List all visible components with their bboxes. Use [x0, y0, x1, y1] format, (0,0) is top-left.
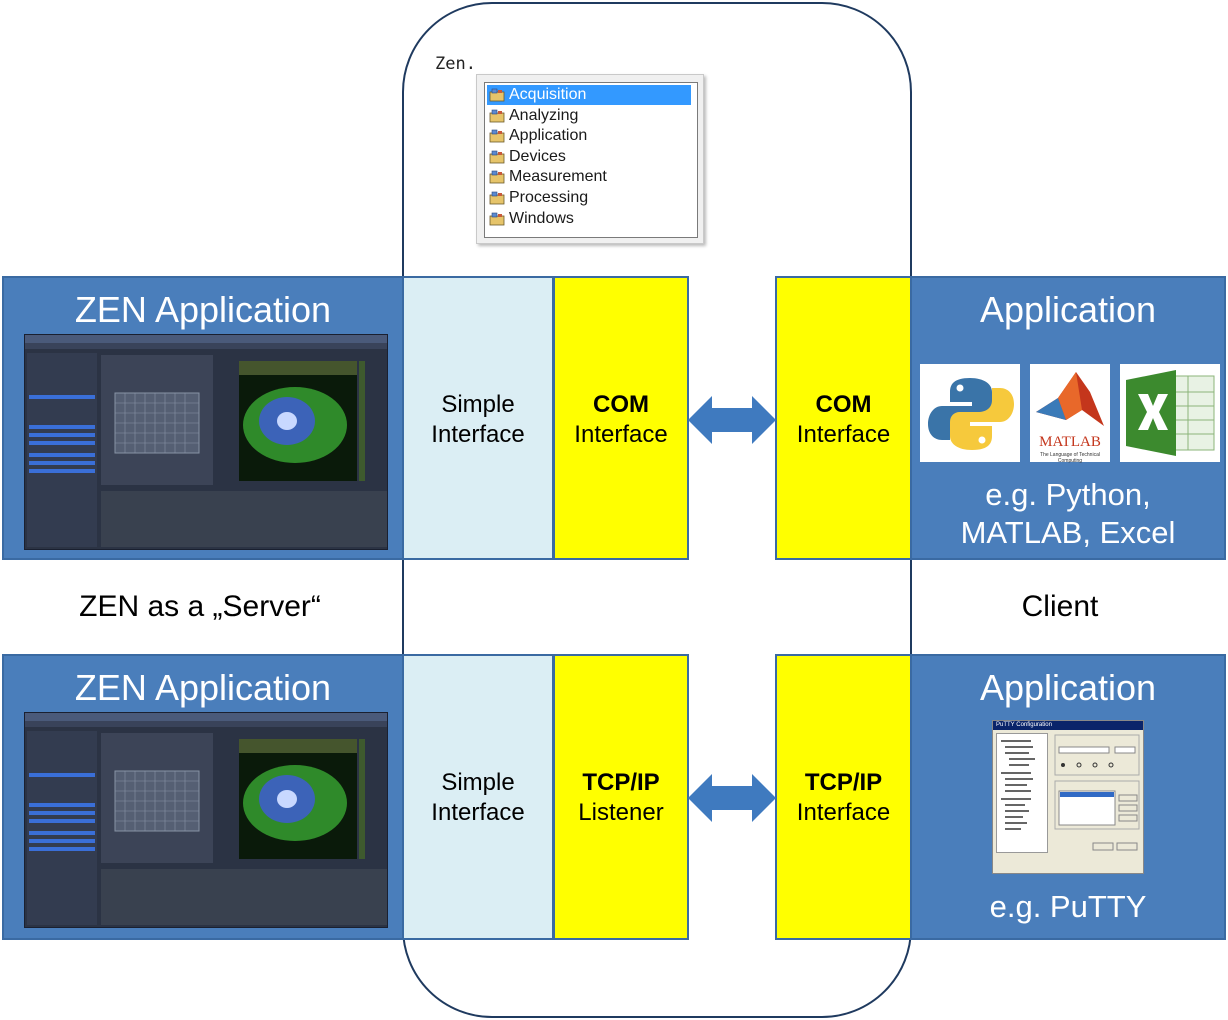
python-logo-icon — [928, 378, 1014, 450]
panel-title: Application — [979, 667, 1157, 708]
zen-screenshot-bottom — [24, 712, 388, 928]
namespace-icon — [489, 150, 505, 164]
interface-label: Interface — [574, 421, 668, 448]
zen-application-panel-bottom: ZEN Application — [2, 654, 404, 940]
zen-namespace-item[interactable]: Analyzing — [487, 106, 691, 126]
excel-logo-icon — [1126, 370, 1215, 456]
simple-interface-line2: Interface — [431, 421, 525, 448]
namespace-icon — [489, 212, 505, 225]
putty-session-controls — [1054, 734, 1140, 851]
simple-interface-line1: Simple — [441, 769, 515, 796]
client-caption-line2: MATLAB, Excel — [960, 515, 1176, 550]
zen-namespace-label: Acquisition — [509, 86, 587, 103]
python-logo — [920, 364, 1020, 462]
matlab-logo-text: MATLAB — [1039, 434, 1101, 450]
zen-namespace-item[interactable]: Devices — [487, 147, 691, 167]
tcp-interface-box: TCP/IP Interface — [775, 654, 912, 940]
zen-namespace-label: Application — [509, 127, 588, 145]
matlab-logo: MATLAB The Language of Technical Computi… — [1030, 364, 1110, 464]
com-interface-client-box: COM Interface — [775, 276, 912, 560]
putty-category-tree — [996, 733, 1048, 853]
listener-label: Listener — [578, 799, 664, 826]
namespace-icon — [489, 171, 505, 184]
zen-namespace-label: Measurement — [509, 168, 607, 186]
com-interface-server-box: COM Interface — [553, 276, 689, 560]
putty-tree-lines — [1001, 740, 1035, 830]
putty-session-pane — [1053, 733, 1141, 853]
zen-namespace-item[interactable]: Application — [487, 126, 691, 146]
zen-application-panel-top: ZEN Application — [2, 276, 404, 560]
simple-interface-box-top: Simple Interface — [402, 276, 554, 560]
tcp-label: TCP/IP — [804, 769, 883, 796]
namespace-icon — [489, 129, 505, 143]
client-application-panel-top: Application MATLAB The Language of Techn… — [910, 276, 1226, 560]
zen-namespace-item[interactable]: Windows — [487, 209, 691, 229]
zen-namespace-label: Devices — [509, 147, 566, 165]
matlab-logo-icon — [1036, 372, 1104, 426]
namespace-icon — [489, 88, 505, 102]
panel-title: ZEN Application — [74, 667, 332, 708]
simple-interface-box-bottom: Simple Interface — [402, 654, 554, 940]
zen-screenshot-top — [24, 334, 388, 550]
excel-logo — [1120, 364, 1220, 462]
zen-namespace-item[interactable]: Measurement — [487, 167, 691, 187]
zen-screenshot-image — [25, 335, 387, 547]
server-label: ZEN as a „Server“ — [79, 590, 321, 623]
client-caption: e.g. PuTTY — [989, 889, 1147, 924]
client-application-panel-bottom: Application PuTTY Configuration — [910, 654, 1226, 940]
namespace-icon — [489, 109, 505, 122]
interface-label: Interface — [796, 421, 891, 448]
com-label: COM — [815, 391, 872, 418]
simple-interface-line1: Simple — [441, 391, 515, 418]
double-arrow-bottom — [688, 774, 776, 822]
zen-namespace-label: Windows — [509, 209, 574, 227]
zen-namespace-label: Analyzing — [509, 106, 579, 124]
panel-title: ZEN Application — [74, 289, 332, 330]
zen-namespace-item[interactable]: Processing — [487, 188, 691, 208]
com-label: COM — [593, 391, 649, 418]
client-label: Client — [1021, 590, 1099, 623]
zen-namespace-label: Zen. — [435, 54, 476, 74]
putty-titlebar: PuTTY Configuration — [993, 721, 1143, 730]
double-arrow-top — [688, 396, 776, 444]
simple-interface-line2: Interface — [431, 799, 525, 826]
interface-label: Interface — [796, 799, 891, 826]
zen-namespace-item[interactable]: Acquisition — [487, 85, 691, 105]
zen-namespace-label: Processing — [509, 189, 589, 206]
matlab-logo-tagline: The Language of Technical Computing — [1040, 452, 1100, 464]
putty-screenshot: PuTTY Configuration — [992, 720, 1144, 874]
tcp-label: TCP/IP — [582, 769, 660, 796]
zen-screenshot-image — [25, 713, 387, 925]
tcp-listener-box: TCP/IP Listener — [553, 654, 689, 940]
panel-title: Application — [979, 289, 1157, 330]
namespace-icon — [489, 191, 505, 205]
client-caption-line1: e.g. Python, — [985, 477, 1151, 512]
